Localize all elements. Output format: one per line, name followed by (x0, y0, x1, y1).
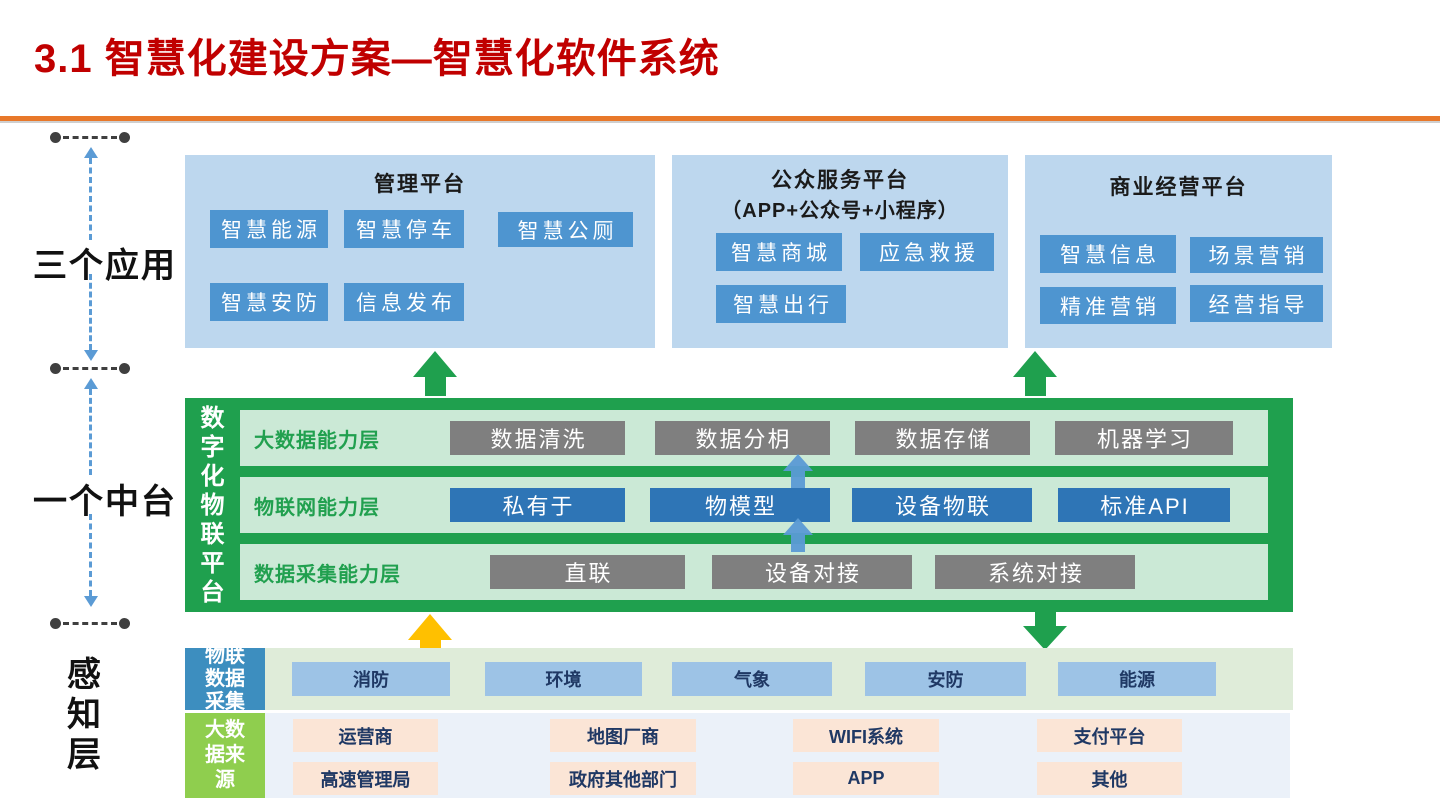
arrow-up-icon (783, 454, 813, 488)
band-label-bigdata: 大数据来源 (185, 713, 265, 798)
connector-dash (63, 621, 117, 625)
arrow-up-icon (1013, 351, 1057, 396)
connector-dash (63, 135, 117, 139)
source-app: APP (793, 762, 939, 795)
connector-dot (119, 362, 130, 374)
band-bigdata-sources: 大数据来源 运营商 地图厂商 WIFI系统 支付平台 高速管理局 政府其他部门 … (185, 713, 1290, 798)
rail-label-perception-layer: 感知层 (67, 656, 101, 774)
source-gov-departments: 政府其他部门 (550, 762, 696, 795)
rail-label-one-platform: 一个中台 (33, 483, 177, 521)
module-emergency-rescue: 应急救援 (860, 233, 994, 271)
module-smart-info: 智慧信息 (1040, 235, 1176, 273)
capability-data-cleaning: 数据清洗 (450, 421, 625, 455)
layer-bigdata-capability: 大数据能力层 数据清洗 数据分枂 数据存储 机器学习 (240, 410, 1268, 466)
capability-direct-connect: 直联 (490, 555, 685, 589)
layer-iot-capability: 物联网能力层 私有于 物模型 设备物联 标准API (240, 477, 1268, 533)
source-weather: 气象 (672, 662, 832, 696)
section-connector-bottom (50, 617, 130, 629)
section-connector-top (50, 131, 130, 143)
source-security: 安防 (865, 662, 1026, 696)
panel-management-platform: 管理平台 智慧能源 智慧停车 智慧公厕 智慧安防 信息发布 (185, 155, 655, 348)
module-precision-marketing: 精准营销 (1040, 287, 1176, 324)
connector-dot (50, 131, 61, 143)
arrow-up-icon (408, 614, 452, 652)
panel-public-service-platform: 公众服务平台 （APP+公众号+小程序） 智慧商城 应急救援 智慧出行 (672, 155, 1008, 348)
arrow-down-icon (84, 274, 98, 361)
panel-subtitle: （APP+公众号+小程序） (721, 200, 959, 222)
module-info-release: 信息发布 (344, 283, 464, 321)
module-smart-parking: 智慧停车 (344, 210, 464, 248)
module-smart-security: 智慧安防 (210, 283, 328, 321)
panel-digital-iot-platform: 数字化物联平台 大数据能力层 数据清洗 数据分枂 数据存储 机器学习 物联网能力… (185, 398, 1293, 612)
source-environment: 环境 (485, 662, 642, 696)
source-highway-bureau: 高速管理局 (293, 762, 438, 795)
capability-system-docking: 系统对接 (935, 555, 1135, 589)
capability-private-cloud: 私有于 (450, 488, 625, 522)
source-payment-platform: 支付平台 (1037, 719, 1182, 752)
capability-thing-model: 物模型 (650, 488, 830, 522)
header-divider (0, 116, 1440, 123)
module-smart-toilet: 智慧公厕 (498, 212, 633, 247)
panel-title: 管理平台 (374, 173, 466, 196)
arrow-down-icon (1023, 612, 1067, 650)
layer-name: 数据采集能力层 (254, 563, 401, 586)
rail-label-three-apps: 三个应用 (33, 247, 177, 285)
side-label-text: 数字化物联平台 (200, 404, 225, 606)
arrow-up-icon (783, 518, 813, 552)
layer-data-collection-capability: 数据采集能力层 直联 设备对接 系统对接 (240, 544, 1268, 600)
capability-data-storage: 数据存储 (855, 421, 1030, 455)
connector-dot (50, 362, 61, 374)
connector-dot (119, 131, 130, 143)
capability-data-analysis: 数据分枂 (655, 421, 830, 455)
capability-device-iot: 设备物联 (852, 488, 1032, 522)
module-scene-marketing: 场景营销 (1190, 237, 1323, 273)
band-label-iot: 物联数据采集 (185, 648, 265, 710)
panel-side-label: 数字化物联平台 (185, 398, 240, 612)
module-operation-guidance: 经营指导 (1190, 285, 1323, 322)
band-iot-data-collection: 物联数据采集 消防 环境 气象 安防 能源 (185, 648, 1293, 710)
layer-name: 物联网能力层 (254, 496, 380, 519)
source-map-vendor: 地图厂商 (550, 719, 696, 752)
arrow-up-icon (84, 378, 98, 475)
capability-standard-api: 标准API (1058, 488, 1230, 522)
panel-title: 公众服务平台 (771, 169, 909, 192)
capability-device-docking: 设备对接 (712, 555, 912, 589)
module-smart-energy: 智慧能源 (210, 210, 328, 248)
module-smart-mall: 智慧商城 (716, 233, 842, 271)
source-fire-protection: 消防 (292, 662, 450, 696)
band-label-text: 大数据来源 (205, 719, 245, 791)
connector-dash (63, 366, 117, 370)
source-telecom-operator: 运营商 (293, 719, 438, 752)
source-wifi-system: WIFI系统 (793, 719, 939, 752)
arrow-up-icon (84, 147, 98, 240)
connector-dot (50, 617, 61, 629)
module-smart-travel: 智慧出行 (716, 285, 846, 323)
capability-machine-learning: 机器学习 (1055, 421, 1233, 455)
connector-dot (119, 617, 130, 629)
band-label-text: 物联数据采集 (205, 648, 245, 710)
arrow-up-icon (413, 351, 457, 396)
source-energy: 能源 (1058, 662, 1216, 696)
panel-title: 商业经营平台 (1109, 176, 1248, 199)
panel-business-platform: 商业经营平台 智慧信息 场景营销 精准营销 经营指导 (1025, 155, 1332, 348)
layer-name: 大数据能力层 (254, 429, 380, 452)
source-other: 其他 (1037, 762, 1182, 795)
arrow-down-icon (84, 514, 98, 607)
page-title: 3.1 智慧化建设方案—智慧化软件系统 (34, 37, 720, 81)
section-connector-middle (50, 362, 130, 374)
